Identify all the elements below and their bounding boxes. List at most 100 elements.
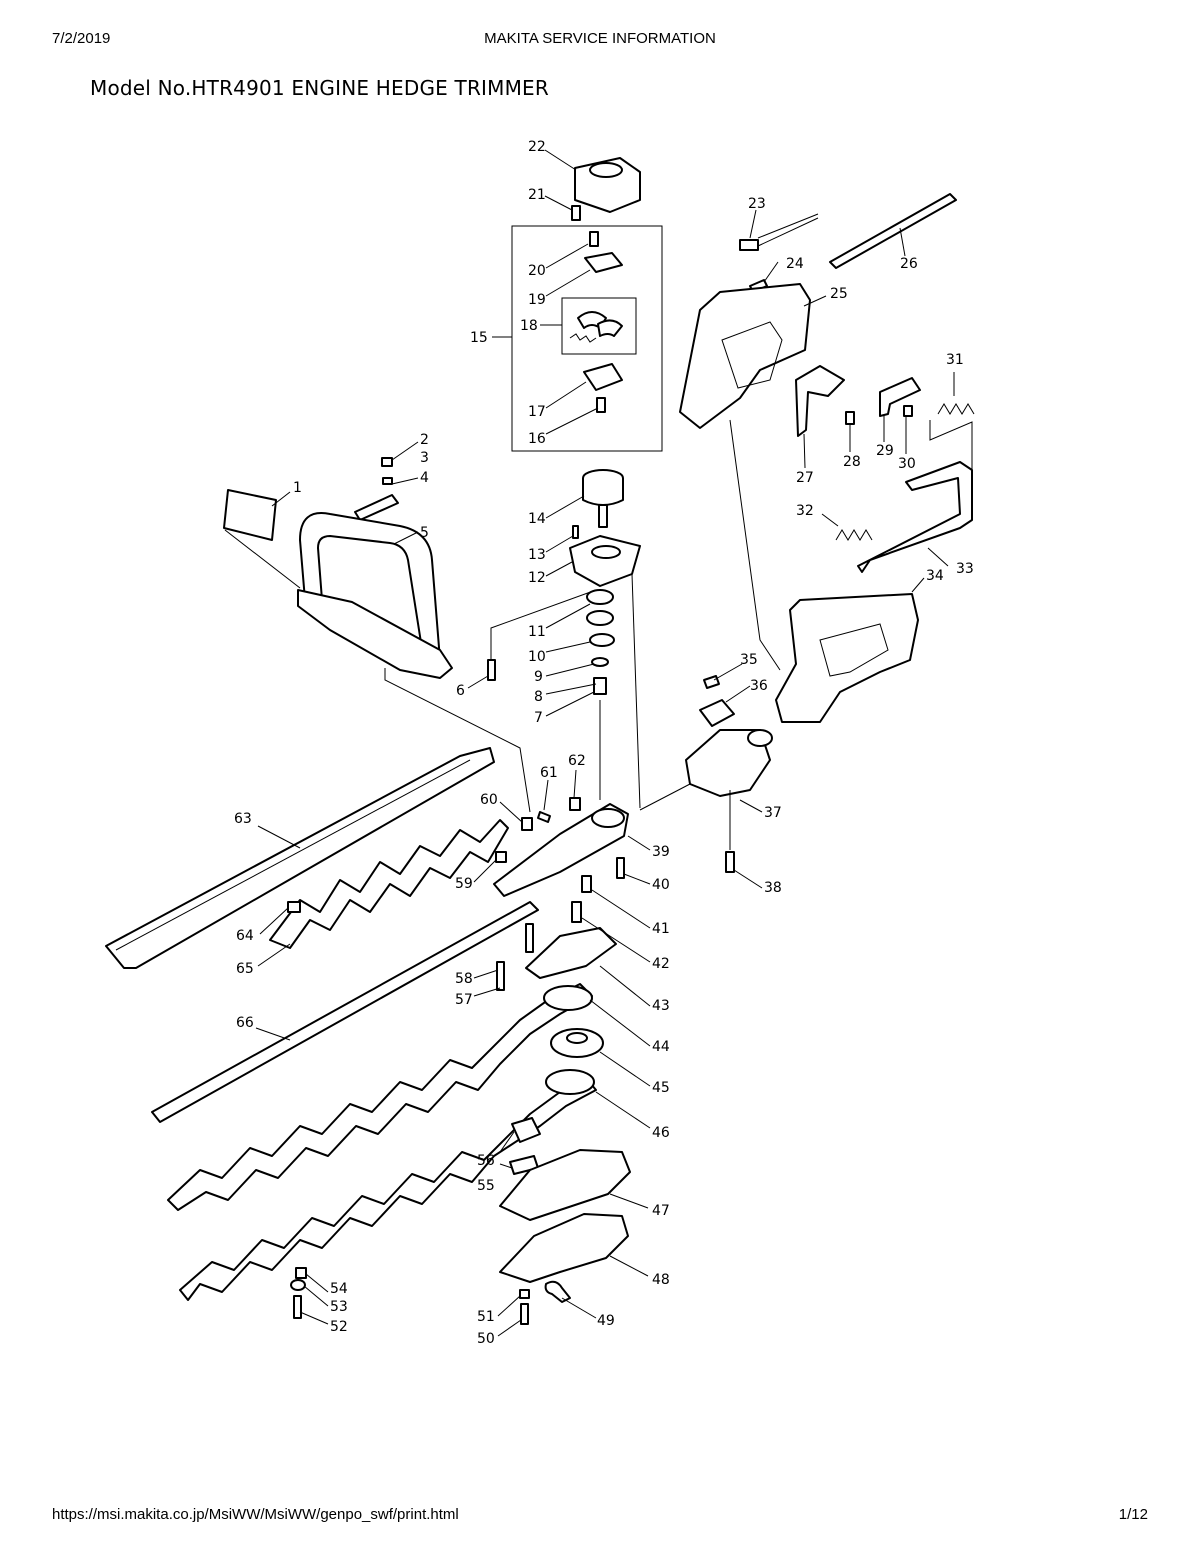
part-17-block <box>583 363 623 391</box>
part-39-gear-housing <box>493 803 629 897</box>
label-part-61: 61 <box>540 765 558 781</box>
part-44-eye <box>543 985 593 1011</box>
part-48-plate <box>499 1213 629 1283</box>
part-5-front-handle <box>299 512 441 669</box>
label-part-3: 3 <box>420 450 429 466</box>
part-12-bore <box>591 545 621 559</box>
label-part-11: 11 <box>528 624 546 640</box>
part-drawings <box>105 157 975 1325</box>
label-part-25: 25 <box>830 286 848 302</box>
label-part-5: 5 <box>420 525 429 541</box>
label-part-60: 60 <box>480 792 498 808</box>
part-36-cover <box>699 699 735 727</box>
part-37-boss <box>747 729 773 747</box>
part-30-clip <box>903 405 913 417</box>
part-37-gear-case <box>685 729 771 797</box>
part-14-drum <box>582 478 624 506</box>
part-42-bolt <box>571 901 582 923</box>
label-part-44: 44 <box>652 1039 670 1055</box>
part-11-bearing <box>586 589 614 605</box>
label-part-20: 20 <box>528 263 546 279</box>
part-25-handle-half <box>679 283 811 429</box>
label-part-22: 22 <box>528 139 546 155</box>
label-part-4: 4 <box>420 470 429 486</box>
label-part-37: 37 <box>764 805 782 821</box>
part-10-ring <box>589 633 615 647</box>
assembly-guide-lines <box>224 419 973 850</box>
part-26-cable <box>829 193 957 269</box>
label-part-59: 59 <box>455 876 473 892</box>
part-22-bore <box>589 162 623 178</box>
label-part-24: 24 <box>786 256 804 272</box>
label-part-14: 14 <box>528 511 546 527</box>
part-23-wire <box>757 213 819 247</box>
part-54-nut <box>295 1267 307 1279</box>
part-19-plate <box>584 252 623 273</box>
part-23-switch <box>739 239 759 251</box>
part-12-housing <box>569 535 641 587</box>
label-part-62: 62 <box>568 753 586 769</box>
label-part-7: 7 <box>534 710 543 726</box>
part-3-washer <box>382 477 393 485</box>
part-14-shaft <box>598 504 608 528</box>
part-20-screw <box>589 231 599 247</box>
label-part-27: 27 <box>796 470 814 486</box>
part-41-bolt <box>581 875 592 893</box>
part-59-nut <box>495 851 507 863</box>
part-49-clamp <box>544 1280 571 1303</box>
part-labels: 1 2 3 4 5 6 7 8 9 10 11 12 13 14 15 16 1… <box>234 139 974 1347</box>
part-25-cutout <box>721 321 783 389</box>
label-part-41: 41 <box>652 921 670 937</box>
label-part-35: 35 <box>740 652 758 668</box>
part-6-bolt <box>487 659 496 681</box>
label-part-16: 16 <box>528 431 546 447</box>
label-part-33: 33 <box>956 561 974 577</box>
part-58-bolt <box>525 923 534 953</box>
part-43-plate <box>525 927 617 979</box>
page-number: 1/12 <box>1118 1506 1148 1523</box>
label-part-52: 52 <box>330 1319 348 1335</box>
label-part-51: 51 <box>477 1309 495 1325</box>
part-53-washer <box>290 1279 306 1291</box>
part-18-clutch-shoe-b <box>597 319 623 337</box>
label-part-29: 29 <box>876 443 894 459</box>
footer-url: https://msi.makita.co.jp/MsiWW/MsiWW/gen… <box>52 1506 459 1523</box>
leader-lines <box>255 149 955 1337</box>
part-28-spring <box>845 411 855 425</box>
print-date: 7/2/2019 <box>52 30 111 47</box>
label-part-58: 58 <box>455 971 473 987</box>
part-11-bearing-b <box>586 610 614 626</box>
label-part-48: 48 <box>652 1272 670 1288</box>
label-part-54: 54 <box>330 1281 348 1297</box>
part-38-bolt <box>725 851 735 873</box>
label-part-65: 65 <box>236 961 254 977</box>
label-part-28: 28 <box>843 454 861 470</box>
part-33-lockout-lever <box>857 461 973 573</box>
label-part-12: 12 <box>528 570 546 586</box>
part-60-nut <box>521 817 533 831</box>
label-part-53: 53 <box>330 1299 348 1315</box>
label-part-13: 13 <box>528 547 546 563</box>
label-part-40: 40 <box>652 877 670 893</box>
part-1-label <box>223 489 277 541</box>
label-part-38: 38 <box>764 880 782 896</box>
part-62-nut <box>569 797 581 811</box>
label-part-26: 26 <box>900 256 918 272</box>
part-5-handle-guard <box>297 589 453 679</box>
part-35-screw <box>703 675 720 689</box>
label-part-57: 57 <box>455 992 473 1008</box>
part-61-pin <box>537 811 551 823</box>
label-part-42: 42 <box>652 956 670 972</box>
part-45-hub <box>566 1032 588 1044</box>
part-16-screw <box>596 397 606 413</box>
label-part-49: 49 <box>597 1313 615 1329</box>
part-52-bolt <box>293 1295 302 1319</box>
label-part-36: 36 <box>750 678 768 694</box>
part-56-clip <box>511 1117 541 1143</box>
label-part-32: 32 <box>796 503 814 519</box>
part-63-ridge <box>115 759 471 951</box>
label-part-39: 39 <box>652 844 670 860</box>
label-part-31: 31 <box>946 352 964 368</box>
part-64-nut <box>287 901 301 913</box>
